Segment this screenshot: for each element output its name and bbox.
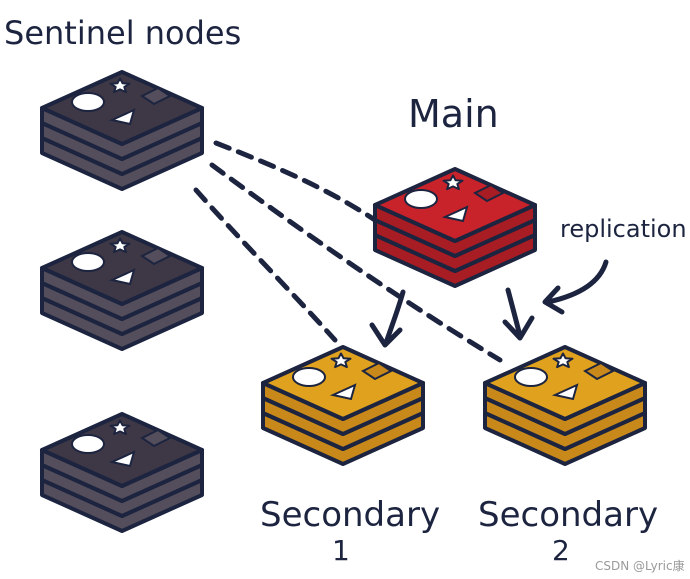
circle-icon bbox=[514, 367, 548, 387]
square-icon bbox=[140, 86, 172, 106]
secondary-node-1 bbox=[261, 345, 425, 466]
square-icon bbox=[473, 183, 505, 203]
sentinel-node-1 bbox=[40, 70, 204, 191]
triangle-icon bbox=[108, 268, 136, 286]
arrowhead-replication bbox=[542, 285, 565, 315]
secondary-1-label: Secondary bbox=[260, 495, 440, 535]
sentinel-nodes-title: Sentinel nodes bbox=[4, 14, 241, 52]
star-icon bbox=[330, 352, 352, 369]
triangle-icon bbox=[441, 205, 469, 223]
star-icon bbox=[109, 237, 131, 254]
circle-icon bbox=[71, 434, 105, 454]
square-icon bbox=[140, 246, 172, 266]
arrow-main-to-secondary-2 bbox=[505, 287, 523, 339]
replication-label: replication bbox=[560, 215, 687, 243]
star-icon bbox=[109, 419, 131, 436]
sentinel-node-3 bbox=[40, 412, 204, 533]
arrowhead-secondary-2 bbox=[502, 315, 535, 341]
arrowhead-secondary-1 bbox=[369, 322, 403, 348]
triangle-icon bbox=[108, 450, 136, 468]
triangle-icon bbox=[551, 383, 579, 401]
square-icon bbox=[140, 428, 172, 448]
arrow-replication-label bbox=[545, 259, 609, 305]
circle-icon bbox=[71, 252, 105, 272]
circle-icon bbox=[292, 367, 326, 387]
main-node bbox=[373, 167, 537, 288]
circle-icon bbox=[71, 92, 105, 112]
square-icon bbox=[361, 361, 393, 381]
secondary-1-number: 1 bbox=[332, 534, 350, 567]
triangle-icon bbox=[108, 108, 136, 126]
square-icon bbox=[583, 361, 615, 381]
star-icon bbox=[109, 77, 131, 94]
sentinel-node-2 bbox=[40, 230, 204, 351]
dashed-line-to-secondary-2 bbox=[209, 162, 503, 363]
dashed-line-to-main bbox=[213, 140, 381, 225]
star-icon bbox=[552, 352, 574, 369]
dashed-line-to-secondary-1 bbox=[193, 187, 338, 343]
secondary-node-2 bbox=[483, 345, 647, 466]
circle-icon bbox=[404, 189, 438, 209]
arrow-main-to-secondary-1 bbox=[383, 289, 406, 346]
watermark: CSDN @Lyric康 bbox=[595, 558, 685, 573]
sentinel-connections bbox=[193, 140, 503, 363]
secondary-2-number: 2 bbox=[552, 534, 570, 567]
triangle-icon bbox=[329, 383, 357, 401]
star-icon bbox=[442, 174, 464, 191]
replication-arrows bbox=[369, 259, 609, 348]
main-label: Main bbox=[408, 92, 499, 136]
secondary-2-label: Secondary bbox=[478, 495, 658, 535]
